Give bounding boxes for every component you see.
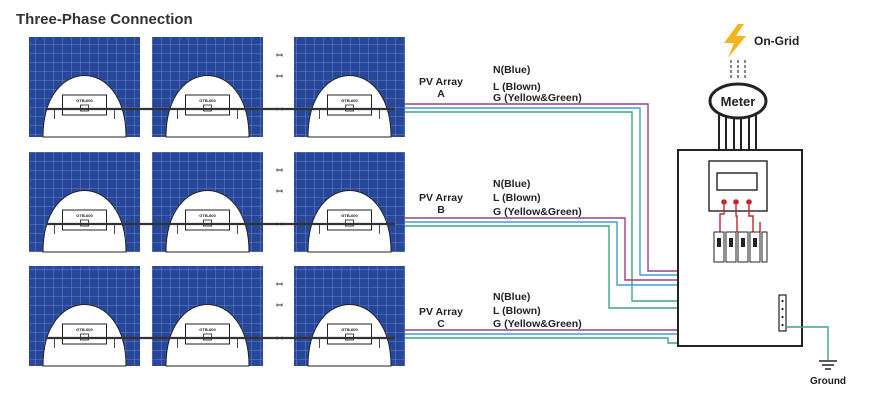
microinverter-label: GTB-600 (341, 327, 358, 332)
breaker-neutral-pole (761, 231, 768, 263)
ground-bar (778, 294, 787, 332)
ground-label: Ground (810, 376, 846, 387)
meter-label: Meter (721, 94, 756, 109)
ground-wire-label: G (Yellow&Green) (493, 92, 582, 104)
pv-array-label: PV Array (419, 306, 463, 318)
live-wire-label: L (Blown) (493, 305, 541, 317)
ground-wire-label: G (Yellow&Green) (493, 206, 582, 218)
solar-panel: GTB-600 (152, 37, 263, 138)
ground-bar-screws (781, 299, 784, 327)
on-grid-label: On-Grid (754, 34, 799, 48)
pv-array-letter: C (437, 318, 445, 330)
microinverter-icon: GTB-600 (177, 323, 238, 348)
microinverter-label: GTB-600 (76, 98, 93, 103)
microinverter-icon: GTB-600 (54, 323, 115, 348)
microinverter-label: GTB-600 (199, 98, 216, 103)
meter-conductors (718, 115, 757, 150)
breaker-feeds (719, 205, 761, 232)
meter-icon (708, 82, 768, 120)
grid-dashes (730, 60, 746, 80)
pv-array-row: GTB-600 GTB-600 GTB-600 (29, 266, 405, 367)
microinverter-icon: GTB-600 (54, 94, 115, 119)
display-screen (716, 172, 758, 191)
lightning-bolt-icon (724, 24, 746, 58)
microinverter-label: GTB-600 (76, 327, 93, 332)
solar-panel: GTB-600 (29, 152, 140, 253)
microinverter-icon: GTB-600 (319, 94, 380, 119)
solar-panel: GTB-600 (152, 152, 263, 253)
pv-array-letter: A (437, 88, 445, 100)
circuit-breaker (713, 231, 768, 263)
solar-panel: GTB-600 (152, 266, 263, 367)
pv-array-row: GTB-600 GTB-600 GTB-600 (29, 152, 405, 253)
grid-section: On-Grid Meter (708, 24, 799, 150)
solar-panel: GTB-600 (294, 152, 405, 253)
microinverter-icon: GTB-600 (54, 209, 115, 234)
microinverter-icon: GTB-600 (319, 209, 380, 234)
pv-array-label: PV Array (419, 76, 463, 88)
diagram-title: Three-Phase Connection (16, 11, 193, 28)
microinverter-label: GTB-600 (199, 327, 216, 332)
ground-section: Ground (786, 326, 846, 387)
connector-marks (276, 168, 283, 226)
distribution-box (677, 149, 803, 347)
microinverter-label: GTB-600 (341, 98, 358, 103)
solar-panel: GTB-600 (294, 37, 405, 138)
microinverter-label: GTB-600 (199, 213, 216, 218)
solar-panel: GTB-600 (29, 266, 140, 367)
microinverter-icon: GTB-600 (177, 209, 238, 234)
neutral-wire-label: N(Blue) (493, 291, 530, 303)
pv-array-label: PV Array (419, 192, 463, 204)
solar-panel: GTB-600 (29, 37, 140, 138)
microinverter-label: GTB-600 (341, 213, 358, 218)
ground-wire-label: G (Yellow&Green) (493, 318, 582, 330)
ground-icon (819, 360, 837, 370)
terminal-dots (721, 199, 752, 205)
microinverter-label: GTB-600 (76, 213, 93, 218)
live-wire-label: L (Blown) (493, 192, 541, 204)
connector-marks (276, 282, 283, 340)
microinverter-icon: GTB-600 (177, 94, 238, 119)
solar-panel: GTB-600 (294, 266, 405, 367)
pv-array-row: GTB-600 GTB-600 GTB-600 (29, 37, 405, 138)
connector-marks (276, 53, 283, 111)
microinverter-icon: GTB-600 (319, 323, 380, 348)
live-wire-label: L (Blown) (493, 81, 541, 93)
pv-array-letter: B (437, 204, 445, 216)
neutral-wire-label: N(Blue) (493, 178, 530, 190)
neutral-wire-label: N(Blue) (493, 64, 530, 76)
